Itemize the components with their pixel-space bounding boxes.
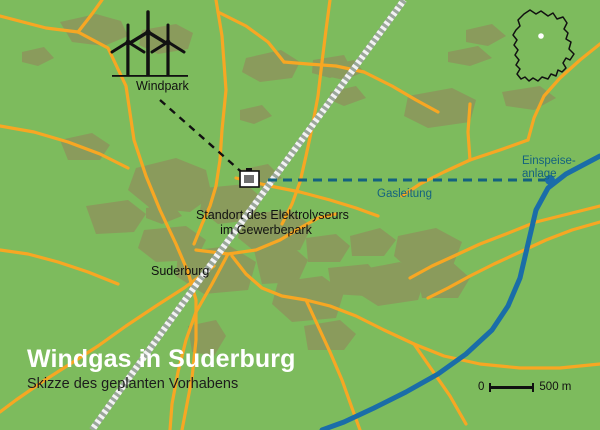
page-title: Windgas in Suderburg — [27, 345, 296, 373]
scale-bar: 0 500 m — [478, 381, 571, 393]
page-subtitle: Skizze des geplanten Vorhabens — [27, 376, 239, 392]
wind-turbine-icon — [110, 10, 188, 77]
gas-pipeline-existing — [319, 153, 600, 430]
feedin-node — [545, 175, 555, 185]
power-link-dashed — [159, 99, 247, 177]
road-left-edge — [0, 248, 120, 286]
scale-bar-graphic — [489, 382, 535, 392]
road-ne-spur — [400, 138, 530, 198]
road-ne-link — [466, 102, 472, 162]
road-west-lower — [0, 124, 130, 170]
road-north-main — [76, 0, 104, 34]
road-bottom-right — [412, 342, 468, 426]
road-mid-right — [362, 70, 440, 114]
road-ne-corner — [526, 42, 600, 142]
road-south-left — [0, 264, 216, 414]
road-north-center — [192, 0, 228, 246]
road-nw-diagonal — [0, 14, 198, 430]
road-east-top-right — [408, 204, 600, 280]
title-block: Windgas in Suderburg Skizze des geplante… — [27, 345, 295, 394]
scale-start-label: 0 — [478, 381, 485, 393]
location-dot-icon — [538, 33, 544, 39]
road-village-loop — [230, 254, 600, 370]
road-east-upper — [426, 220, 600, 300]
road-bottom-mid — [304, 298, 362, 430]
road-south-branch — [168, 252, 230, 430]
road-se-long — [234, 176, 380, 218]
settlement-areas — [22, 14, 556, 356]
road-ne-branch — [216, 10, 286, 64]
germany-outline-icon — [512, 9, 575, 82]
plant-building-icon — [239, 168, 260, 188]
railway-line — [89, 0, 407, 430]
scale-end-label: 500 m — [539, 381, 572, 393]
